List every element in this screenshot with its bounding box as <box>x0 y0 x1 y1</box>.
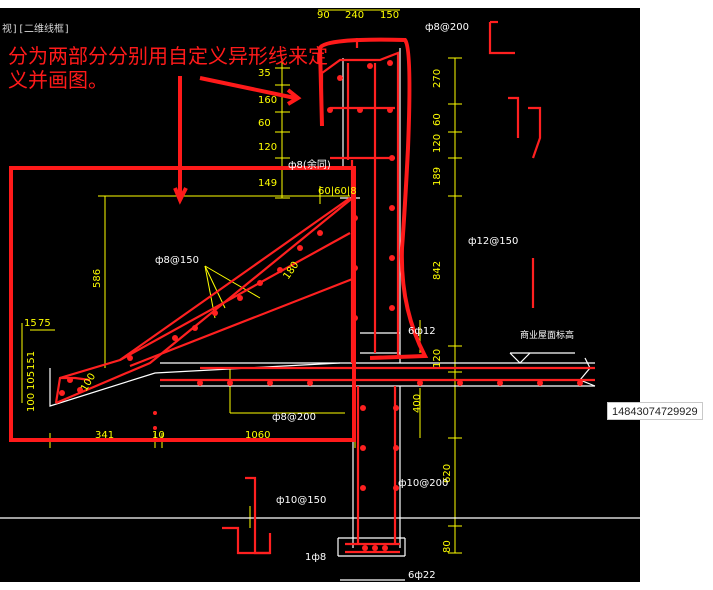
dim-105: 105 <box>26 371 37 390</box>
view-title: 视][二维线框] <box>2 24 71 35</box>
dim-left-60: 60 <box>258 118 271 129</box>
dim-right-189: 189 <box>432 167 443 186</box>
dim-586: 586 <box>92 269 103 288</box>
dim-180: 180 <box>281 260 301 282</box>
rebar-label-beam: ф10@200 <box>398 478 448 489</box>
cad-labels: 90 240 150 35 160 60 120 149 270 60 120 … <box>24 10 574 581</box>
dim-6060: 60|60|8 <box>318 186 357 197</box>
cad-viewport[interactable]: 90 240 150 35 160 60 120 149 270 60 120 … <box>0 8 640 582</box>
rebar-label-6-12: 6ф12 <box>408 326 436 337</box>
rebar-label-slab: ф8@200 <box>272 412 316 423</box>
dim-top-90: 90 <box>317 10 330 21</box>
dim-100b: 100 <box>79 371 98 393</box>
dim-left-120: 120 <box>258 142 277 153</box>
dim-right-60: 60 <box>432 113 443 126</box>
dim-left-35: 35 <box>258 68 271 79</box>
dim-right-120: 120 <box>432 134 443 153</box>
dim-right-120b: 120 <box>432 349 443 368</box>
dim-right-270: 270 <box>432 69 443 88</box>
rebar-lines <box>54 20 595 555</box>
dim-100a: 100 <box>26 393 37 412</box>
rebar-label-right: ф12@150 <box>468 236 518 247</box>
dim-top-240: 240 <box>345 10 364 21</box>
dim-right-80: 80 <box>442 540 453 553</box>
dim-right-400: 400 <box>412 394 423 413</box>
id-tooltip: 14843074729929 <box>607 402 703 420</box>
rebar-label-col: ф10@150 <box>276 495 326 506</box>
dim-right-842: 842 <box>432 261 443 280</box>
rebar-label-top: ф8@200 <box>425 22 469 33</box>
dim-bottom-10: 10 <box>152 430 165 441</box>
dim-right-620: 620 <box>442 464 453 483</box>
rebar-label-6-22: 6ф22 <box>408 570 436 581</box>
dim-bottom-1060: 1060 <box>245 430 270 441</box>
rebar-label-slope: ф8@150 <box>155 255 199 266</box>
rebar-label-dist: ф8(余同) <box>288 158 331 171</box>
cad-drawing[interactable]: 90 240 150 35 160 60 120 149 270 60 120 … <box>0 8 640 582</box>
annotation-text: 分为两部分分别用自定义异形线来定义并画图。 <box>8 44 328 92</box>
dim-bottom-341: 341 <box>95 430 114 441</box>
dim-151: 151 <box>26 351 37 370</box>
elevation-label: 商业屋面标高 <box>520 329 574 341</box>
dim-75: 75 <box>38 318 51 329</box>
dim-left-160: 160 <box>258 95 277 106</box>
rebar-label-1-8: 1ф8 <box>305 552 326 563</box>
rebar-dots <box>59 60 583 551</box>
markup-outline <box>9 37 429 442</box>
dim-left-149: 149 <box>258 178 277 189</box>
dim-15: 15 <box>24 318 37 329</box>
dim-top-150: 150 <box>380 10 399 21</box>
